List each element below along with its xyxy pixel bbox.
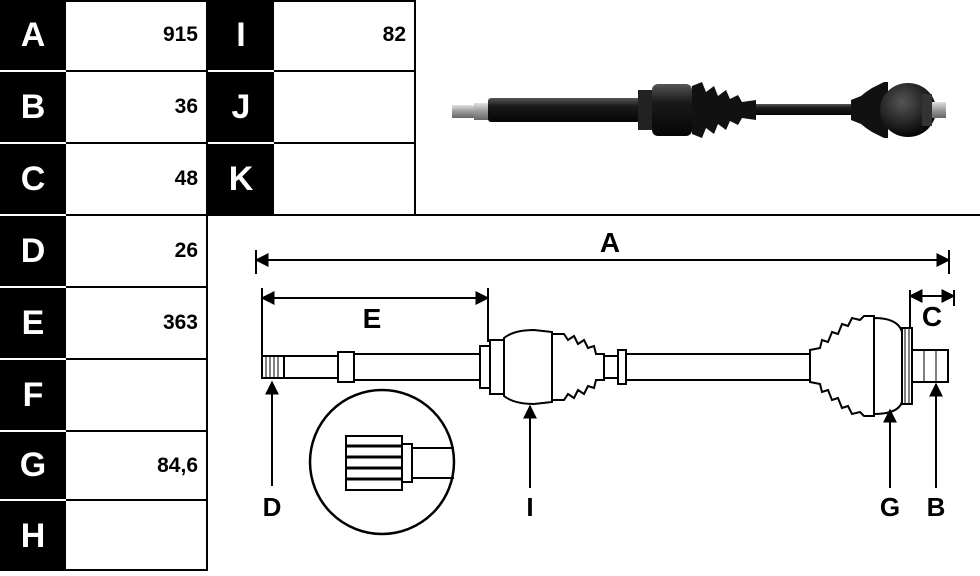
value-G: 84,6	[66, 432, 206, 499]
photo-spline-stub	[452, 105, 474, 118]
dimension-drawing: A E C	[254, 227, 956, 536]
photo-spline-shoulder	[474, 103, 488, 120]
grid-line	[66, 214, 206, 216]
grid-line	[274, 70, 414, 72]
drawing-intermediate-shaft	[353, 353, 481, 381]
photo-inboard-housing	[652, 84, 692, 136]
drawing-housing-ring	[479, 345, 491, 389]
key-B: B	[0, 72, 66, 142]
label-I: I	[526, 492, 533, 522]
drawing-abs-ring	[901, 327, 913, 405]
value-I: 82	[274, 0, 414, 70]
photo-inboard-boot	[692, 82, 756, 138]
drawing-cv-joint	[873, 316, 903, 416]
key-E: E	[0, 288, 66, 358]
key-D: D	[0, 216, 66, 286]
detail-shaft-step	[401, 443, 413, 483]
label-G: G	[880, 492, 900, 522]
drive-shaft-photo	[452, 82, 946, 138]
value-A: 915	[66, 0, 206, 70]
grid-line	[66, 358, 206, 360]
key-A: A	[0, 0, 66, 70]
photo-main-tube	[488, 98, 640, 122]
drawing-shaft-neck	[283, 355, 339, 379]
photo-housing-ring	[638, 90, 652, 130]
drawing-shaft-step	[617, 349, 627, 385]
drawing-inboard-housing	[503, 328, 553, 406]
value-K	[274, 144, 414, 214]
grid-line	[414, 0, 416, 216]
photo-outboard-stub	[932, 102, 946, 118]
grid-line	[66, 142, 206, 144]
drawing-outboard-boot	[809, 315, 875, 417]
grid-line	[206, 214, 980, 216]
drawing-shaft-collar	[337, 351, 355, 383]
label-E: E	[363, 303, 382, 334]
value-J	[274, 72, 414, 142]
dimension-diagram: A E C	[208, 216, 980, 571]
drawing-main-shaft	[625, 353, 811, 381]
value-D: 26	[66, 216, 206, 286]
grid-line	[66, 430, 206, 432]
value-H	[66, 501, 206, 571]
detail-spline-block	[345, 435, 403, 491]
key-I: I	[208, 0, 274, 70]
key-C: C	[0, 144, 66, 214]
label-D: D	[263, 492, 282, 522]
key-G: G	[0, 432, 66, 499]
label-C: C	[922, 301, 942, 332]
drawing-outboard-stub	[911, 349, 949, 383]
grid-line	[274, 142, 414, 144]
key-K: K	[208, 144, 274, 214]
grid-line	[66, 499, 206, 501]
drawing-boot-collar	[603, 355, 619, 379]
label-B: B	[927, 492, 946, 522]
drawing-inboard-boot	[551, 333, 605, 401]
value-B: 36	[66, 72, 206, 142]
product-photo	[416, 0, 980, 214]
grid-line	[66, 70, 206, 72]
value-F	[66, 360, 206, 430]
grid-line	[206, 0, 208, 571]
grid-line	[66, 286, 206, 288]
photo-outboard-boot	[851, 82, 888, 138]
drawing-left-spline	[261, 355, 285, 379]
photo-abs-ring	[922, 94, 932, 126]
value-C: 48	[66, 144, 206, 214]
key-F: F	[0, 360, 66, 430]
photo-shaft-bar	[756, 104, 851, 115]
label-A: A	[600, 227, 620, 258]
value-E: 363	[66, 288, 206, 358]
key-J: J	[208, 72, 274, 142]
key-H: H	[0, 501, 66, 571]
drawing-housing-flange	[489, 339, 505, 395]
